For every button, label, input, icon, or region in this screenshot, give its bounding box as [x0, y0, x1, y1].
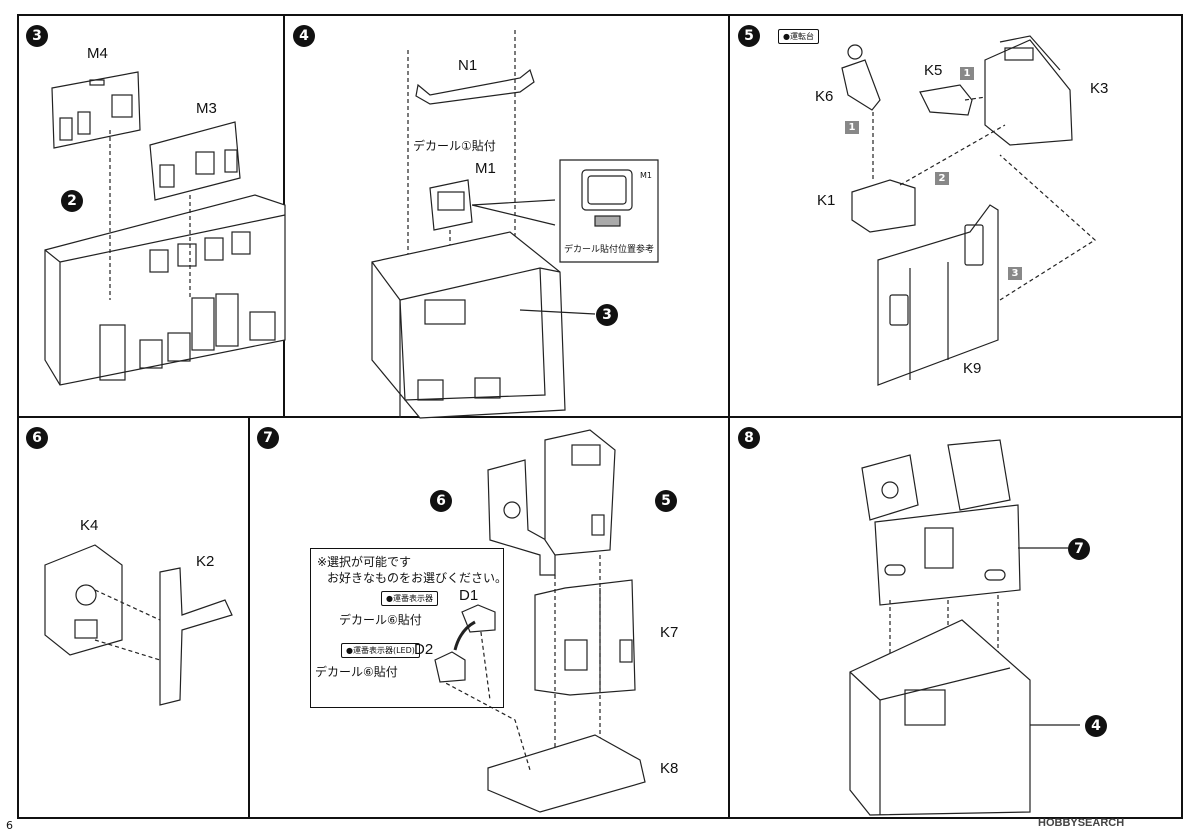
- part-label-d1: D1: [459, 587, 479, 604]
- watermark-text: HOBBYSEARCH: [1038, 817, 1125, 829]
- option1-tag: ●運番表示器: [381, 591, 438, 606]
- part-label-k6: K6: [815, 88, 834, 105]
- step-ref-2: 2: [61, 190, 83, 212]
- part-label-k4: K4: [80, 517, 99, 534]
- part-label-k7: K7: [660, 624, 679, 641]
- part-label-k2: K2: [196, 553, 215, 570]
- decal-note-m1: デカール①貼付: [413, 139, 496, 153]
- option-note-box: ※選択が可能です お好きなものをお選びください。 ●運番表示器 D1 デカール⑥…: [310, 548, 508, 708]
- option-note-line1: ※選択が可能です: [317, 555, 412, 569]
- part-label-m4: M4: [87, 45, 108, 62]
- step-ref-4: 4: [1085, 715, 1107, 737]
- step-ref-3: 3: [596, 304, 618, 326]
- order-badge-1b: 1: [960, 67, 974, 80]
- step-number-5: 5: [738, 25, 760, 47]
- part-label-k1: K1: [817, 192, 836, 209]
- part-label-k8: K8: [660, 760, 679, 777]
- step-ref-7: 7: [1068, 538, 1090, 560]
- inset-m1-label: M1: [640, 171, 652, 180]
- part-label-m1: M1: [475, 160, 496, 177]
- cab-tag: ●運転台: [778, 29, 819, 44]
- order-badge-2: 2: [935, 172, 949, 185]
- step-ref-5: 5: [655, 490, 677, 512]
- part-label-n1: N1: [458, 57, 478, 74]
- page-number: 6: [6, 819, 13, 832]
- option1-decal: デカール⑥貼付: [339, 613, 422, 627]
- part-label-k5: K5: [924, 62, 943, 79]
- part-label-m3: M3: [196, 100, 217, 117]
- option2-decal: デカール⑥貼付: [315, 665, 398, 679]
- step-number-6: 6: [26, 427, 48, 449]
- part-label-k9: K9: [963, 360, 982, 377]
- step-ref-6: 6: [430, 490, 452, 512]
- step-number-7: 7: [257, 427, 279, 449]
- step-number-3: 3: [26, 25, 48, 47]
- order-badge-1a: 1: [845, 121, 859, 134]
- option-note-line2: お好きなものをお選びください。: [327, 571, 508, 585]
- step-number-8: 8: [738, 427, 760, 449]
- option2-tag: ●運番表示器(LED): [341, 643, 420, 658]
- part-label-k3: K3: [1090, 80, 1109, 97]
- part-label-d2: D2: [414, 641, 434, 658]
- order-badge-3: 3: [1008, 267, 1022, 280]
- step-number-4: 4: [293, 25, 315, 47]
- inset-caption: デカール貼付位置参考: [564, 245, 655, 255]
